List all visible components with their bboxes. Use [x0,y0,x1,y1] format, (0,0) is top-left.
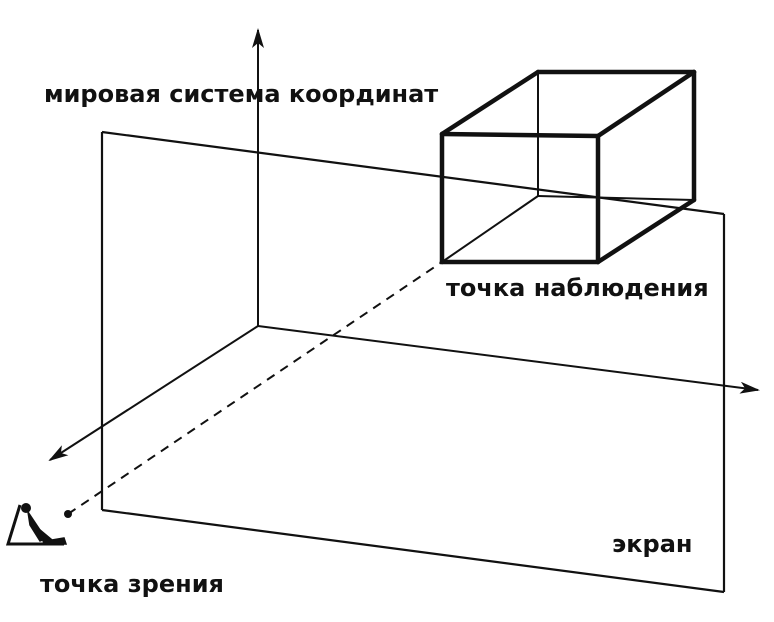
screen-bottom-edge [101,508,725,594]
screen-plane [100,130,726,594]
world-coordinate-system-label: мировая система координат [44,80,439,108]
screen-top-edge [101,130,725,216]
seated-observer-icon [5,503,68,546]
world-axes [48,28,760,462]
cube-hidden-edges [441,71,695,263]
axis-horizontal [257,325,760,394]
eye-point-dot [64,510,72,518]
axis-depth [48,325,259,462]
eye-point-label: точка зрения [40,570,224,598]
cube-visible-edges [439,69,697,265]
screen-label: экран [612,530,693,558]
sight-line [67,261,443,515]
view-point-label: точка наблюдения [446,274,709,302]
cube [439,69,697,265]
